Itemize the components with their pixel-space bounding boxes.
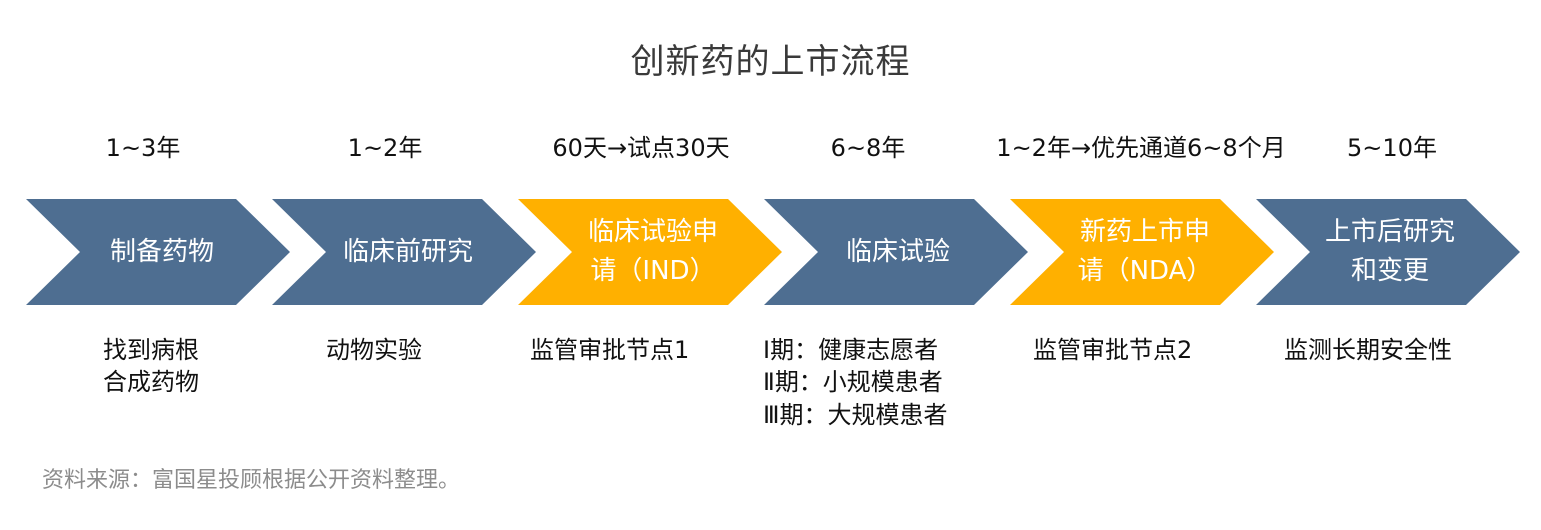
note-line: Ⅲ期：大规模患者 <box>763 400 948 429</box>
duration-label-3: 60天→试点30天 <box>552 134 730 162</box>
chevron-stage-1 <box>26 199 290 305</box>
chevron-stage-2 <box>272 199 536 305</box>
note-line: Ⅰ期：健康志愿者 <box>763 336 939 364</box>
stage-label-line: 请（NDA） <box>1077 256 1213 286</box>
stage-label-4: 临床试验 <box>846 199 950 305</box>
duration-label-6: 5~10年 <box>1347 134 1437 162</box>
stage-label-line: 新药上市申 <box>1079 217 1210 247</box>
stage-note-1: 找到病根 合成药物 <box>103 334 199 399</box>
notes-row: 找到病根 合成药物 动物实验 监管审批节点1 Ⅰ期：健康志愿者 Ⅱ期：小规模患者… <box>0 334 1541 444</box>
duration-label-1: 1~3年 <box>105 134 181 162</box>
note-line: 合成药物 <box>103 368 199 397</box>
note-line: 监管审批节点1 <box>530 336 690 364</box>
note-line: 找到病根 <box>103 336 199 364</box>
stage-note-3: 监管审批节点1 <box>530 334 689 366</box>
stage-label-2: 临床前研究 <box>343 199 473 305</box>
source-note: 资料来源：富国星投顾根据公开资料整理。 <box>42 468 461 493</box>
stage-note-2: 动物实验 <box>326 334 422 366</box>
stage-label-line: 上市后研究 <box>1324 217 1456 247</box>
process-flow: 制备药物 临床前研究 临床试验申 请（IND） 临床试验 新药上市申 请（NDA… <box>0 199 1541 305</box>
stage-label-6: 上市后研究 和变更 <box>1325 199 1455 305</box>
note-line: 监测长期安全性 <box>1284 336 1452 364</box>
duration-label-4: 6~8年 <box>830 134 906 162</box>
stage-note-6: 监测长期安全性 <box>1284 334 1452 366</box>
note-line: 动物实验 <box>326 336 422 364</box>
stage-label-1: 制备药物 <box>110 199 214 305</box>
stage-label-line: 临床试验申 <box>587 217 719 247</box>
stage-label-line: 和变更 <box>1350 256 1430 286</box>
stage-label-line: 请（IND） <box>590 256 716 286</box>
page-title: 创新药的上市流程 <box>630 42 911 82</box>
stage-label-line: 制备药物 <box>109 236 215 267</box>
stage-label-line: 临床前研究 <box>342 236 474 267</box>
chevron-stage-5 <box>1010 199 1274 305</box>
chevron-stage-6 <box>1256 199 1520 305</box>
duration-row: 1~3年 1~2年 60天→试点30天 6~8年 1~2年→优先通道6~8个月 … <box>0 128 1541 164</box>
stage-label-line: 临床试验 <box>845 236 951 267</box>
duration-label-2: 1~2年 <box>347 134 423 162</box>
note-line: Ⅱ期：小规模患者 <box>763 368 943 397</box>
chevron-stage-3 <box>518 199 782 305</box>
note-line: 监管审批节点2 <box>1033 336 1193 364</box>
stage-note-5: 监管审批节点2 <box>1033 334 1192 366</box>
chevron-stage-4 <box>764 199 1028 305</box>
chevron-arrows <box>26 199 1520 305</box>
duration-label-5: 1~2年→优先通道6~8个月 <box>996 134 1286 162</box>
stage-label-3: 临床试验申 请（IND） <box>588 199 718 305</box>
stage-note-4: Ⅰ期：健康志愿者 Ⅱ期：小规模患者 Ⅲ期：大规模患者 <box>763 334 948 431</box>
stage-label-5: 新药上市申 请（NDA） <box>1078 199 1213 305</box>
